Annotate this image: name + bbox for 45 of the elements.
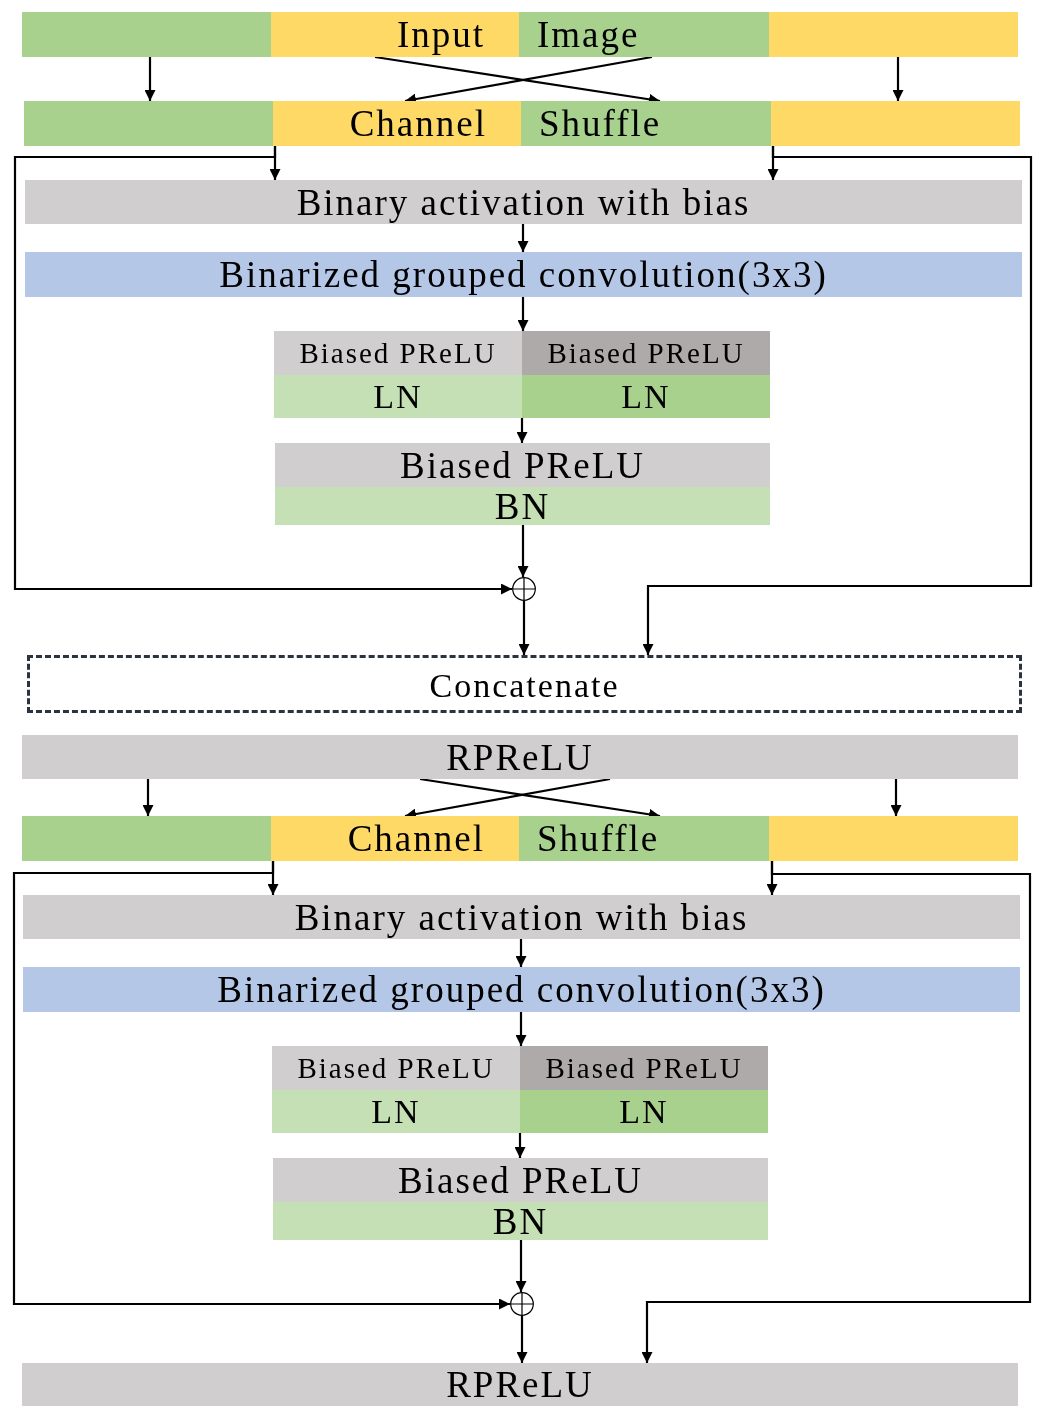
layer-block: RPReLU (22, 1363, 1018, 1406)
layer-block: Binary activation with bias (23, 895, 1020, 939)
arrow (515, 1012, 527, 1046)
layer-block: Biased PReLU (522, 331, 770, 375)
arrow (890, 779, 902, 816)
layer-block: Channel (273, 101, 521, 146)
layer-block: Binarized grouped convolution(3x3) (25, 252, 1022, 297)
arrow (516, 1316, 528, 1363)
layer-block: Biased PReLU (274, 331, 522, 375)
arrow (517, 525, 529, 577)
arrow (142, 779, 154, 816)
arrow (144, 57, 156, 101)
arrow (641, 861, 1032, 1363)
arrow (12, 860, 510, 1310)
arrow (515, 939, 527, 967)
layer-block: Input (271, 12, 519, 57)
layer-block: Biased PReLU (272, 1046, 520, 1090)
layer-block: LN (520, 1090, 768, 1133)
layer-block: Channel (271, 816, 519, 861)
arrow (892, 57, 904, 101)
sum-icon (512, 577, 536, 601)
arrow (514, 1133, 526, 1158)
layer-block: RPReLU (22, 735, 1018, 779)
layer-block: LN (272, 1090, 520, 1133)
arrow (515, 1240, 527, 1292)
layer-block: Binarized grouped convolution(3x3) (23, 967, 1020, 1012)
layer-block: LN (274, 375, 522, 418)
arrow (516, 418, 528, 443)
layer-block: Shuffle (519, 816, 769, 861)
layer-block: Binary activation with bias (25, 180, 1022, 224)
layer-block: Shuffle (521, 101, 771, 146)
arrow (518, 601, 530, 655)
layer-block: BN (273, 1202, 768, 1240)
arrow (517, 297, 529, 331)
layer-block: Image (519, 12, 769, 57)
concatenate-box: Concatenate (27, 655, 1022, 713)
arrow (642, 145, 1033, 655)
arrow (517, 224, 529, 252)
layer-block: Biased PReLU (520, 1046, 768, 1090)
sum-icon (510, 1292, 534, 1316)
layer-block: Biased PReLU (275, 443, 770, 487)
layer-block: Biased PReLU (273, 1158, 768, 1202)
layer-block: BN (275, 487, 770, 525)
layer-block: LN (522, 375, 770, 418)
arrow (13, 145, 512, 595)
